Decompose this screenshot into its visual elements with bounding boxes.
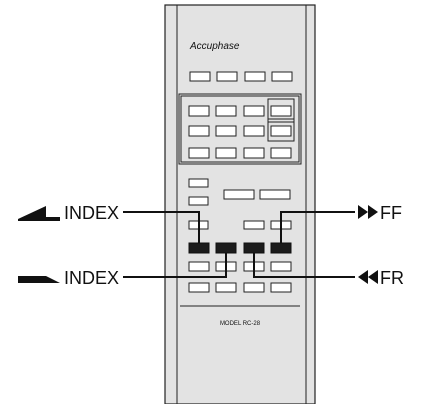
model-label: MODEL RC-28: [220, 321, 261, 327]
leader-ff: [280, 211, 355, 243]
keypad-button[interactable]: [270, 125, 292, 137]
index-up-button[interactable]: [188, 242, 210, 254]
ff-label: FF: [380, 203, 402, 223]
leader-index-down: [123, 253, 227, 278]
keypad-button[interactable]: [188, 147, 210, 159]
wide-button[interactable]: [259, 189, 291, 200]
remote-button[interactable]: [188, 282, 210, 293]
remote-control-body: [164, 4, 316, 404]
callout-index-up: INDEX: [18, 203, 119, 223]
leader-fr: [253, 253, 355, 278]
callout-ff: FF: [358, 203, 402, 223]
keypad-button[interactable]: [215, 105, 237, 117]
index-down-label: INDEX: [64, 268, 119, 288]
remote-button[interactable]: [271, 71, 293, 82]
small-button[interactable]: [188, 178, 209, 188]
double-triangle-left-icon: [358, 270, 378, 284]
remote-button[interactable]: [243, 282, 265, 293]
keypad-button[interactable]: [188, 125, 210, 137]
leader-index-up: [123, 211, 200, 243]
remote-button[interactable]: [216, 71, 238, 82]
keypad-button[interactable]: [243, 105, 265, 117]
remote-button[interactable]: [244, 71, 266, 82]
keypad-frame: [178, 93, 302, 165]
remote-button[interactable]: [189, 71, 211, 82]
brand-logo: Accuphase: [189, 41, 240, 52]
keypad-right-column: [267, 98, 295, 142]
remote-button[interactable]: [270, 282, 292, 293]
top-button-row: [189, 71, 293, 82]
keypad-button[interactable]: [243, 125, 265, 137]
ff-button[interactable]: [270, 242, 292, 254]
remote-button[interactable]: [270, 261, 292, 272]
callout-fr: FR: [358, 268, 404, 288]
keypad-button[interactable]: [188, 105, 210, 117]
keypad-buttons: [188, 105, 292, 159]
keypad-button[interactable]: [215, 147, 237, 159]
ramp-down-icon: [18, 276, 60, 283]
index-up-label: INDEX: [64, 203, 119, 223]
small-button[interactable]: [243, 220, 265, 230]
fr-button[interactable]: [243, 242, 265, 254]
callout-index-down: INDEX: [18, 268, 119, 288]
keypad-button[interactable]: [270, 147, 292, 159]
leader-lines: [123, 211, 355, 278]
double-triangle-right-icon: [358, 205, 378, 219]
fr-label: FR: [380, 268, 404, 288]
keypad-button[interactable]: [270, 105, 292, 117]
small-button[interactable]: [188, 196, 209, 206]
keypad-button[interactable]: [243, 147, 265, 159]
ramp-up-icon: [18, 206, 60, 221]
keypad-button[interactable]: [215, 125, 237, 137]
index-down-button[interactable]: [215, 242, 237, 254]
remote-button[interactable]: [188, 261, 210, 272]
wide-button[interactable]: [223, 189, 255, 200]
remote-button[interactable]: [215, 282, 237, 293]
